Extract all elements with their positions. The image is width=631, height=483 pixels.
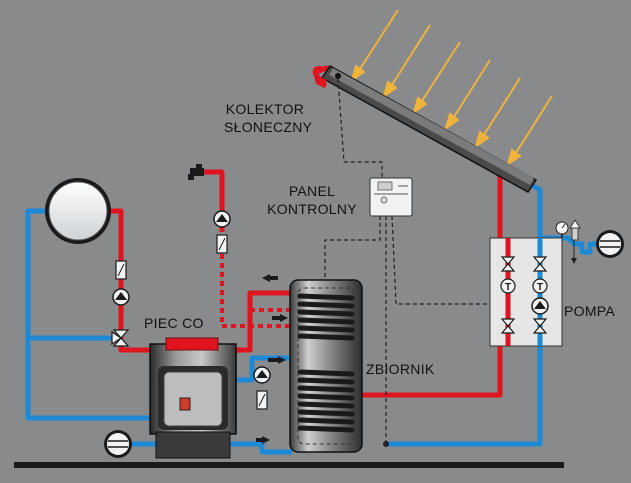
coil-turn [297,325,355,333]
circulation-pump-icon [531,297,549,315]
thermometer-icon: T [500,278,516,294]
collector-label: KOLEKTOR SŁONECZNY [224,100,313,136]
coil-turn [297,425,355,433]
collector-label-line2: SŁONECZNY [224,119,313,135]
panel-label-line2: KONTROLNY [267,201,357,217]
coil-turn [297,309,355,317]
flow-arrows [256,274,288,444]
collector-sensor [335,73,341,79]
tank-sensor-dot [383,441,389,447]
tank-upper-coil [297,293,355,341]
pump-label: POMPA [564,303,616,319]
valve-icon [500,318,516,334]
thermometer-badge: T [537,282,543,293]
coil-turn [297,417,355,425]
circulation-pump-icon [213,210,231,228]
cold-feed-vessel-icon [104,430,132,458]
supply-vessel-icon [596,230,624,258]
solar-collector [312,65,538,193]
tap-icon [188,164,204,180]
circulation-pump-icon [253,366,271,384]
thermometer-badge: T [505,282,511,293]
signal-wires [324,77,530,444]
coil-turn [297,401,355,409]
pressure-gauge-icon [555,221,569,238]
pump-station [489,237,563,347]
floor-line [14,462,564,468]
control-panel [369,177,413,217]
tank-label: ZBIORNIK [366,361,435,377]
panel-label-line1: PANEL [288,183,336,199]
valve-icon [532,256,548,272]
coil-turn [297,317,355,325]
storage-tank [289,279,363,453]
circulation-pump-icon [112,288,130,306]
boiler [149,337,237,459]
panel-label: PANEL KONTROLNY [262,182,362,218]
thermometer-icon: T [532,278,548,294]
three-way-valve-icon [111,329,130,347]
safety-valve-icon [569,219,581,264]
flow-meter-icon [256,390,268,410]
valve-icon [532,318,548,334]
coil-turn [297,301,355,309]
coil-turn [297,385,355,393]
hot-circulation-dotted [220,236,292,328]
coil-turn [297,393,355,401]
flow-meter-icon [216,234,228,254]
collector-label-line1: KOLEKTOR [225,101,305,117]
coil-turn [297,409,355,417]
flow-meter-icon [115,260,127,280]
expansion-vessel-icon [45,178,111,244]
coil-turn [297,333,355,341]
sun-rays [350,9,553,167]
boiler-label: PIEC CO [144,315,204,331]
coil-turn [297,293,355,301]
valve-icon [500,256,516,272]
coil-turn [297,377,355,385]
tank-lower-coil [297,369,355,433]
coil-turn [297,369,355,377]
